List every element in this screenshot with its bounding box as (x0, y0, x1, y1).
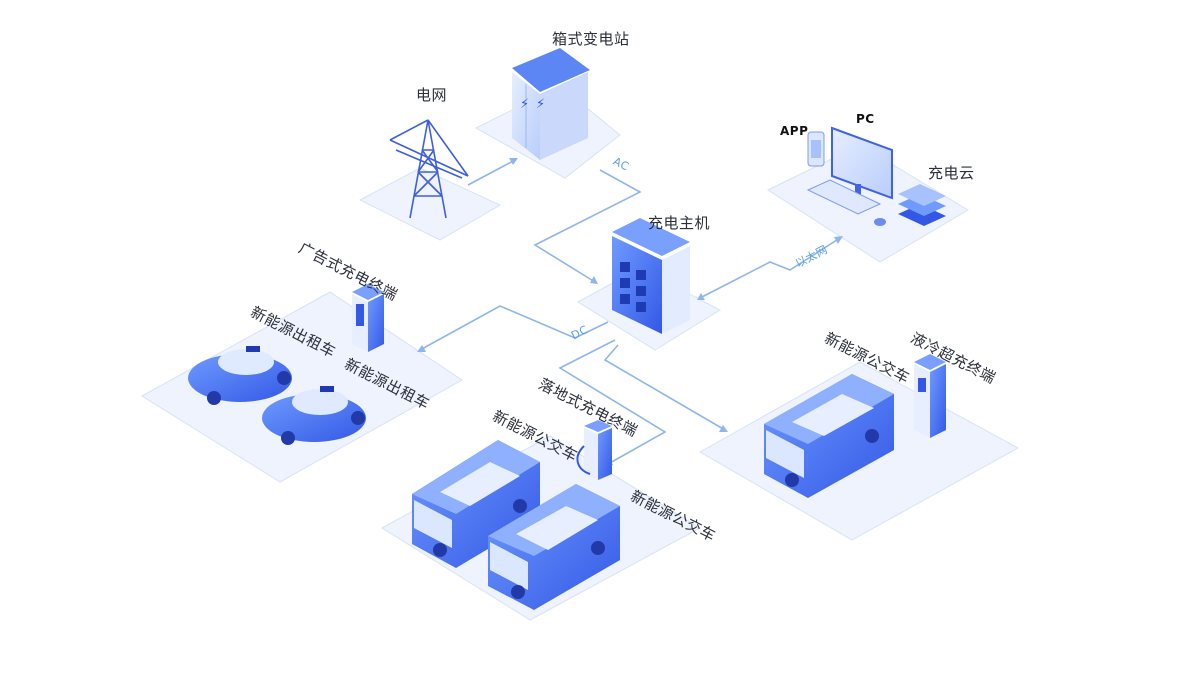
app-label: APP (780, 124, 809, 138)
bus-icon-3 (764, 374, 894, 498)
line-grid-to-substation (467, 159, 516, 186)
svg-text:⚡: ⚡ (536, 97, 545, 112)
pc-label: PC (856, 112, 875, 126)
line-host-to-right-bus (603, 344, 726, 431)
ad-charging-terminal-icon (352, 284, 384, 352)
floor-charging-terminal-icon (576, 420, 612, 480)
liquid-cooled-terminal-icon (914, 354, 946, 438)
line-host-to-floor (558, 339, 667, 465)
arrow-to-host (590, 276, 598, 284)
bus-icon-2 (488, 484, 620, 610)
power-tower-icon (389, 119, 469, 219)
line-substation-to-host (533, 169, 642, 283)
cloud-server-icon (898, 184, 946, 226)
charging-host-label: 充电主机 (648, 214, 711, 232)
taxi-car-icon-1 (188, 346, 292, 405)
arrow-to-host-from-cloud (697, 293, 705, 300)
line-host-to-cloud (699, 237, 841, 299)
arrow-to-cloud (834, 236, 843, 244)
box-substation-icon: ⚡ ⚡ (512, 48, 590, 160)
grid-platform (358, 167, 502, 241)
connection-lines (419, 159, 841, 465)
line-host-to-taxi (419, 305, 609, 351)
arrow-to-right-bus (719, 425, 728, 432)
taxi-car-icon-2 (262, 386, 366, 445)
keyboard-icon (806, 179, 886, 226)
arrow-to-substation (509, 158, 518, 165)
mouse-icon (874, 218, 886, 226)
charging-host-icon (612, 218, 690, 334)
arrow-heads (417, 158, 843, 466)
arrow-to-taxi (417, 345, 426, 352)
svg-text:⚡: ⚡ (520, 97, 529, 112)
app-phone-icon (807, 131, 825, 167)
grid-label: 电网 (416, 86, 448, 104)
charging-cloud-label: 充电云 (928, 164, 975, 182)
box-substation-label: 箱式变电站 (552, 30, 630, 48)
